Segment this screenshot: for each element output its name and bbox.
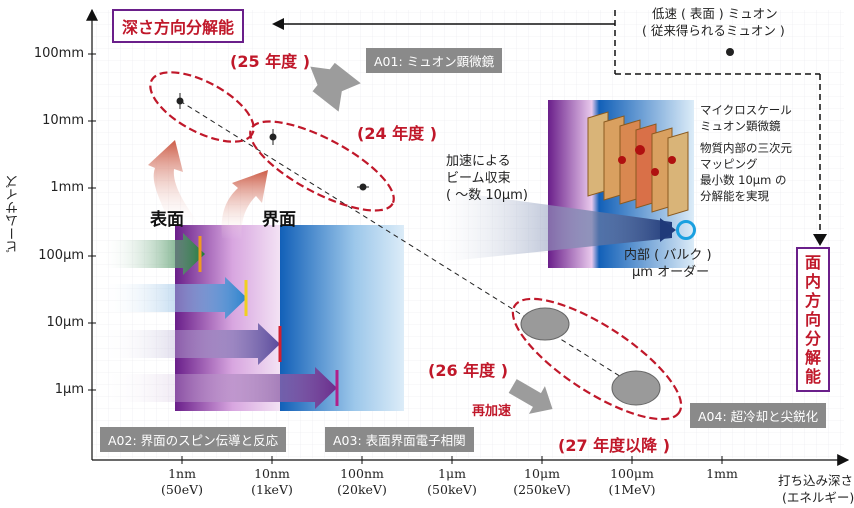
group-a02-tag: A02: 界面のスピン伝導と反応: [100, 427, 287, 452]
microscope-line4: マッピング: [700, 157, 758, 171]
y-tick-label: 10mm: [42, 113, 84, 128]
muon-arrow-1: [102, 233, 205, 275]
gray-arrow-reaccel: [508, 379, 553, 414]
ellipse-26-27: [511, 297, 683, 421]
gray-arrow-a01: [310, 62, 361, 112]
spot-26: [520, 307, 570, 341]
muon-arrow-2: [102, 277, 248, 319]
group-a04-tag: A04: 超冷却と尖鋭化: [690, 403, 827, 428]
spot-27: [611, 370, 661, 406]
year-24-label: (24 年度 ): [357, 124, 438, 143]
x-tick-label: 1nm(50eV): [160, 466, 204, 497]
x-tick-label: 1μm(50keV): [427, 466, 477, 497]
bulk-spot: [676, 220, 696, 240]
microscope-line2: ミュオン顕微鏡: [700, 119, 781, 133]
year-25-label: (25 年度 ): [230, 52, 311, 71]
y-tick-label: 1mm: [50, 180, 84, 195]
y-ticks: [88, 53, 96, 391]
inplane-arrowhead: [813, 234, 827, 246]
x-ticks: [181, 456, 723, 464]
y-tick-label: 100μm: [38, 248, 84, 263]
group-a03-tag: A03: 表面界面電子相関: [325, 427, 474, 452]
x-tick-label: 100nm(20keV): [337, 466, 387, 497]
group-a01-tag: A01: ミュオン顕微鏡: [366, 48, 503, 73]
x-tick-label: 10nm(1keV): [251, 466, 293, 497]
microscope-line3: 物質内部の三次元: [700, 141, 792, 155]
year-26-label: (26 年度 ): [428, 361, 509, 380]
low-speed-muon-line1: 低速 ( 表面 ) ミュオン: [652, 6, 778, 21]
focused-beam: [440, 190, 672, 262]
ellipse-25: [149, 71, 255, 143]
ellipse-24: [249, 120, 395, 212]
x-tick-label: 10μm(250keV): [513, 466, 571, 497]
y-tick-label: 10μm: [46, 315, 84, 330]
microscope-line5: 最小数 10μm の: [700, 173, 787, 187]
acceleration-line2: ビーム収束: [446, 171, 511, 186]
depth-res-arrowhead: [272, 18, 284, 30]
y-tick-label: 100mm: [33, 46, 84, 61]
surface-red-arrow: [148, 140, 200, 228]
reacceleration-label: 再加速: [472, 404, 512, 419]
x-axis-title: 打ち込み深さ: [778, 473, 854, 488]
sample-slices: [587, 111, 689, 217]
microscope-line1: マイクロスケール: [700, 103, 792, 117]
interface-red-arrow: [221, 170, 268, 240]
low-speed-muon-line2: ( 従来得られるミュオン ): [642, 23, 785, 38]
muon-arrow-4: [102, 367, 339, 409]
bulk-line2: μm オーダー: [632, 265, 710, 280]
x-tick-label: 100μm(1MeV): [608, 466, 656, 497]
x-tick-label: 1mm: [706, 466, 738, 481]
beam-tip: [660, 218, 676, 242]
x-axis-subtitle: (エネルギー): [782, 490, 854, 505]
bulk-line1: 内部 ( バルク ): [624, 248, 712, 263]
acceleration-line1: 加速による: [446, 154, 511, 169]
acceleration-line3: ( ～数 10μm): [446, 188, 528, 203]
data-points: [176, 48, 734, 191]
interface-label: 界面: [262, 210, 296, 230]
muon-arrow-3: [102, 323, 282, 365]
trend-line: [179, 100, 651, 396]
year-27-label: (27 年度以降 ): [558, 436, 671, 455]
depth-resolution-label: 深さ方向分解能: [112, 9, 245, 43]
y-tick-label: 1μm: [54, 382, 84, 397]
microscope-line6: 分解能を実現: [700, 189, 769, 203]
inplane-resolution-label: 面内方向分解能: [796, 247, 830, 392]
surface-label: 表面: [150, 210, 184, 230]
